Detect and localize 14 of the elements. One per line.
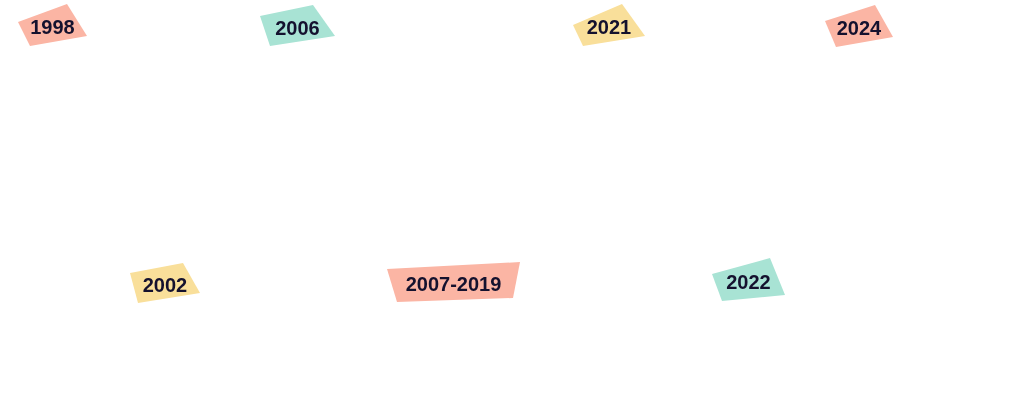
year-tag	[130, 263, 200, 303]
year-label: 2021	[586, 15, 632, 37]
year-label: 2022	[726, 269, 771, 292]
year-tag	[18, 4, 87, 46]
year-label: 2024	[836, 16, 882, 38]
year-tag	[260, 5, 335, 46]
year-tag	[825, 5, 893, 47]
year-label: 2007-2019	[405, 272, 502, 294]
year-tag	[712, 258, 785, 301]
year-tag	[573, 4, 645, 46]
year-tag	[387, 262, 520, 302]
year-label: 2002	[142, 273, 188, 295]
year-label: 2006	[275, 15, 320, 38]
year-label: 1998	[30, 15, 75, 37]
